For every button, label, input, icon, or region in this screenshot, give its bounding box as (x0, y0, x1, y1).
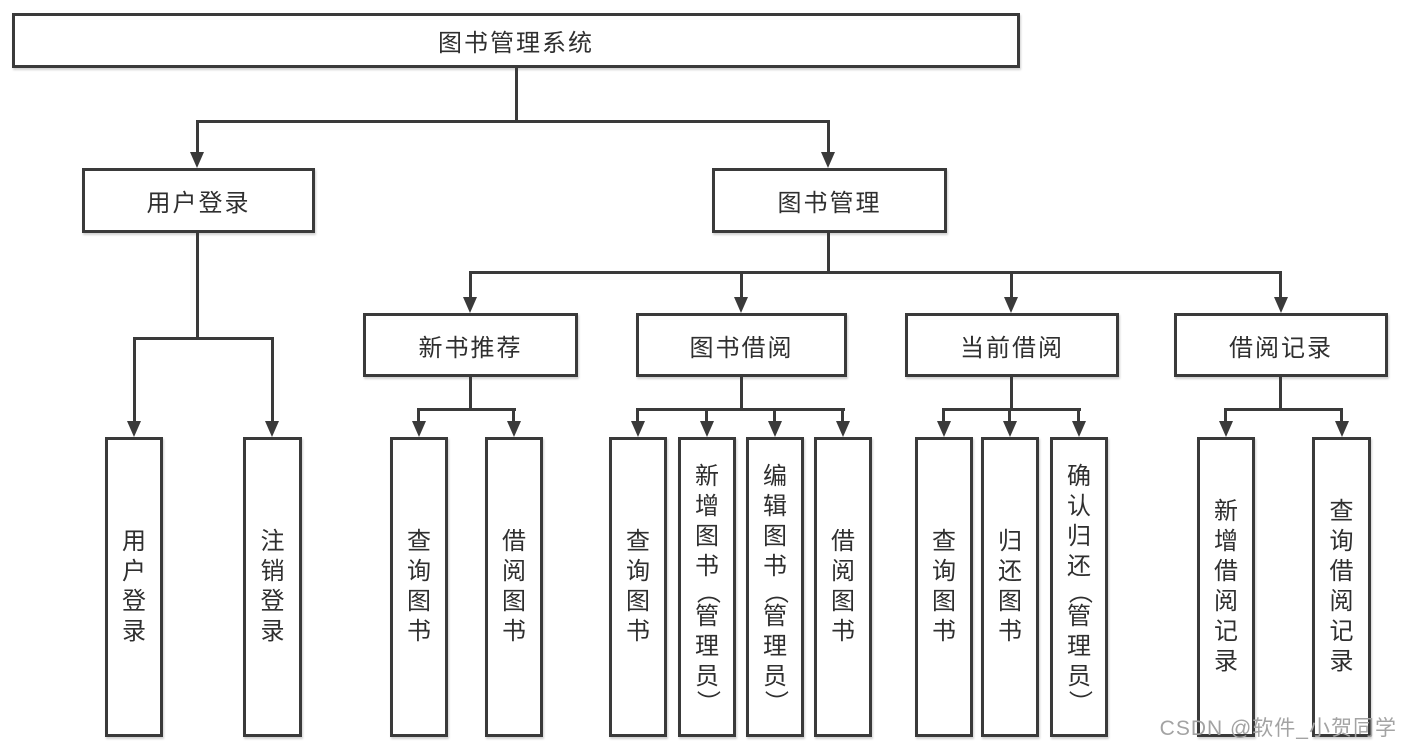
node-borrow-records: 借阅记录 (1174, 313, 1388, 377)
leaf-query-book-recommend: 查询图书 (390, 437, 448, 737)
connector-line (841, 408, 844, 421)
arrow-down-icon (265, 421, 279, 437)
connector-line (942, 408, 1081, 411)
arrow-down-icon (821, 152, 835, 168)
node-user-login: 用户登录 (82, 168, 315, 233)
connector-line (1077, 408, 1080, 421)
node-current-borrow: 当前借阅 (905, 313, 1119, 377)
connector-line (827, 232, 830, 271)
arrow-down-icon (1004, 297, 1018, 313)
connector-line (1008, 408, 1011, 421)
node-book-borrow: 图书借阅 (636, 313, 847, 377)
leaf-edit-book-admin: 编辑图书（管理员） (746, 437, 804, 737)
leaf-logout: 注销登录 (243, 437, 302, 737)
arrow-down-icon (1219, 421, 1233, 437)
connector-line (133, 337, 136, 421)
connector-line (271, 337, 274, 421)
leaf-borrow-book: 借阅图书 (814, 437, 872, 737)
connector-line (515, 67, 518, 120)
leaf-add-book-admin: 新增图书（管理员） (678, 437, 736, 737)
arrow-down-icon (1003, 421, 1017, 437)
node-new-book-recommend: 新书推荐 (363, 313, 578, 377)
connector-line (705, 408, 708, 421)
arrow-down-icon (127, 421, 141, 437)
node-book-management: 图书管理 (712, 168, 947, 233)
arrow-down-icon (1274, 297, 1288, 313)
leaf-query-book-current: 查询图书 (915, 437, 973, 737)
connector-line (636, 408, 639, 421)
connector-line (827, 120, 830, 153)
leaf-query-book-borrow: 查询图书 (609, 437, 667, 737)
leaf-borrow-book-recommend: 借阅图书 (485, 437, 543, 737)
arrow-down-icon (937, 421, 951, 437)
connector-line (196, 232, 199, 337)
connector-line (512, 408, 515, 421)
arrow-down-icon (836, 421, 850, 437)
csdn-watermark: CSDN @软件_小贺同学 (1159, 717, 1397, 740)
arrow-down-icon (412, 421, 426, 437)
leaf-return-book: 归还图书 (981, 437, 1039, 737)
connector-line (196, 120, 199, 153)
leaf-user-login: 用户登录 (105, 437, 163, 737)
connector-line (1224, 408, 1343, 411)
connector-line (773, 408, 776, 421)
connector-line (469, 271, 1282, 274)
connector-line (1010, 377, 1013, 408)
connector-line (469, 271, 472, 297)
connector-line (1279, 271, 1282, 297)
connector-line (740, 377, 743, 408)
connector-line (1340, 408, 1343, 421)
arrow-down-icon (734, 297, 748, 313)
leaf-confirm-return-admin: 确认归还（管理员） (1050, 437, 1108, 737)
arrow-down-icon (463, 297, 477, 313)
connector-line (1224, 408, 1227, 421)
connector-line (1010, 271, 1013, 297)
node-root: 图书管理系统 (12, 13, 1020, 68)
arrow-down-icon (1335, 421, 1349, 437)
arrow-down-icon (190, 152, 204, 168)
leaf-add-borrow-record: 新增借阅记录 (1197, 437, 1255, 737)
connector-line (942, 408, 945, 421)
connector-line (417, 408, 516, 411)
connector-line (636, 408, 845, 411)
arrow-down-icon (631, 421, 645, 437)
connector-line (417, 408, 420, 421)
connector-line (196, 120, 830, 123)
leaf-query-borrow-record: 查询借阅记录 (1312, 437, 1371, 737)
connector-line (469, 377, 472, 408)
connector-line (740, 271, 743, 297)
arrow-down-icon (768, 421, 782, 437)
connector-line (133, 337, 274, 340)
arrow-down-icon (1072, 421, 1086, 437)
connector-line (1279, 377, 1282, 408)
arrow-down-icon (700, 421, 714, 437)
arrow-down-icon (507, 421, 521, 437)
